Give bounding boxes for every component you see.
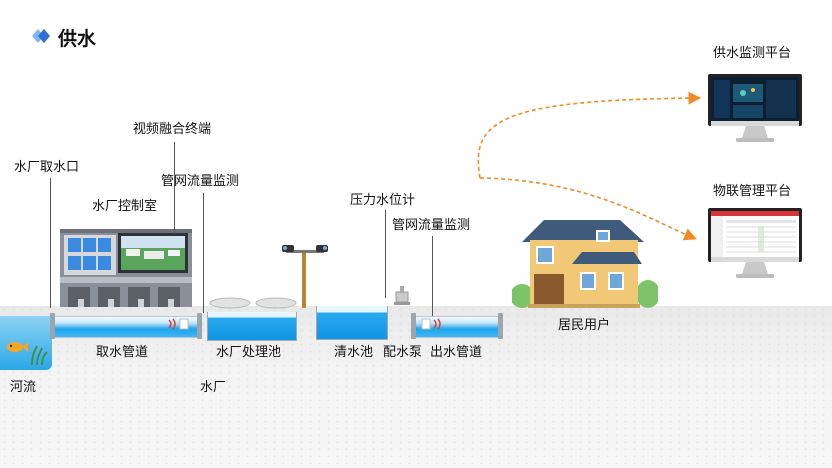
label-plant: 水厂: [200, 380, 227, 395]
flow-monitor-1-pointer-line: [203, 193, 204, 313]
intake-pointer-line: [50, 178, 51, 308]
pipe-flange: [411, 313, 416, 339]
page-title: 供水: [58, 28, 97, 50]
flow-monitor-2-pointer-line: [432, 236, 433, 318]
pipe-flange: [197, 313, 202, 339]
label-pump: 配水泵: [383, 345, 423, 360]
video-terminal-pointer-line: [174, 142, 175, 234]
pipe-flange: [498, 313, 503, 339]
iot-monitor-screen-icon: [708, 208, 802, 284]
control-room-building: [60, 229, 192, 313]
clear-water-pool: [316, 306, 388, 340]
label-intake: 水厂取水口: [14, 160, 80, 175]
label-clear-pool: 清水池: [334, 345, 374, 360]
supply-monitor-screen-icon: [708, 74, 802, 148]
residential-house-icon: [510, 216, 660, 314]
label-intake-pipe: 取水管道: [96, 345, 149, 360]
flow-sensor-icon: [166, 316, 190, 335]
label-pressure-gauge: 压力水位计: [350, 193, 416, 208]
pressure-gauge-icon: [392, 286, 412, 310]
label-flow-monitor-2: 管网流量监测: [392, 218, 471, 233]
label-video-terminal: 视频融合终端: [133, 122, 212, 137]
intake-pipe: [52, 316, 200, 338]
label-platform-monitor: 供水监测平台: [713, 46, 792, 61]
label-flow-monitor-1: 管网流量监测: [161, 174, 240, 189]
label-river: 河流: [10, 380, 37, 395]
pressure-gauge-pointer-line: [385, 210, 386, 298]
pipe-flange: [50, 313, 55, 339]
header-diamond-icon: [32, 28, 52, 43]
fish-icon: [4, 338, 48, 370]
label-platform-iot: 物联管理平台: [713, 184, 792, 199]
label-residents: 居民用户: [558, 318, 611, 333]
data-flow-arrows: [470, 90, 710, 254]
camera-pole-icon: [282, 242, 328, 312]
flow-sensor-icon: [420, 316, 444, 335]
label-control-room: 水厂控制室: [92, 199, 158, 214]
label-treatment-pool: 水厂处理池: [216, 345, 282, 360]
sediment-tank-icon: [206, 296, 302, 316]
treatment-pool: [207, 312, 297, 341]
label-outlet-pipe: 出水管道: [430, 345, 483, 360]
